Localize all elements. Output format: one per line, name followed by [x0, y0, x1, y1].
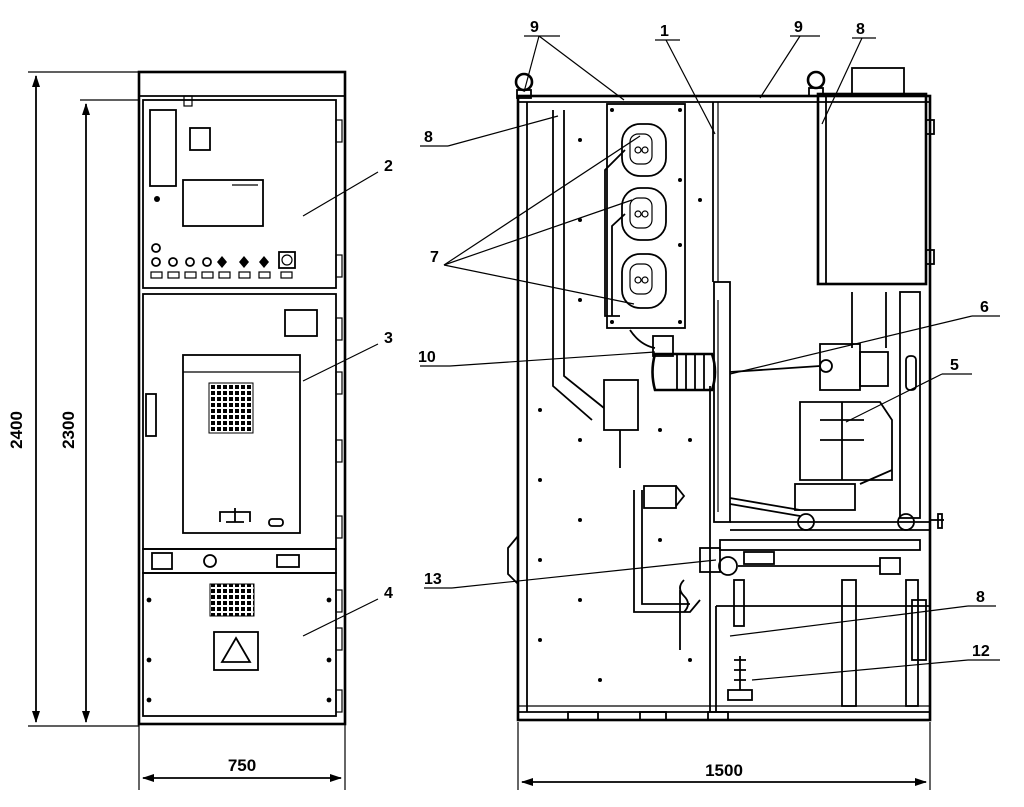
- busbar-bushing-panel: [606, 103, 686, 329]
- ventilation-grille-upper: [208, 382, 254, 434]
- callout-4: 4: [384, 585, 393, 602]
- callout-5: 5: [950, 357, 959, 374]
- inspection-window: [182, 354, 301, 534]
- callout-1: 1: [660, 23, 669, 40]
- earthing-switch: [699, 547, 901, 576]
- callout-12: 12: [972, 643, 990, 660]
- breaker-compartment-rail: [899, 291, 921, 519]
- callout-8-top: 8: [856, 21, 865, 38]
- front-dimensions: [28, 71, 346, 790]
- dimension-total-height: 2400: [7, 411, 26, 449]
- side-view: [507, 67, 944, 722]
- front-cabinet-outline: [137, 70, 347, 726]
- relay-compartment-door: [142, 99, 337, 289]
- callout-13: 13: [424, 571, 442, 588]
- dimension-front-width: 750: [228, 756, 256, 775]
- warning-triangle-icon: [220, 636, 252, 663]
- ventilation-grille-lower: [209, 583, 255, 617]
- door-handle: [145, 393, 157, 437]
- vacuum-circuit-breaker: [799, 401, 893, 481]
- lifting-eye-left: [514, 72, 534, 92]
- callout-9-left: 9: [530, 19, 539, 36]
- leader-lines: [302, 35, 1000, 681]
- callout-6: 6: [980, 299, 989, 316]
- callout-2: 2: [384, 158, 393, 175]
- dimension-side-width: 1500: [705, 761, 743, 780]
- callout-9-right: 9: [794, 19, 803, 36]
- current-transformer: [651, 335, 717, 392]
- frame-rivets: [538, 138, 702, 682]
- busbar-bushings: [621, 123, 667, 309]
- callout-8-lower: 8: [976, 589, 985, 606]
- warning-label: [213, 631, 259, 671]
- relay-display-panel: [149, 109, 177, 187]
- protection-relay: [182, 179, 264, 227]
- side-dimensions: [517, 722, 931, 790]
- dimension-door-height: 2300: [59, 411, 78, 449]
- front-view: [137, 70, 347, 726]
- voltage-transformer: [643, 485, 677, 509]
- support-insulator: [603, 379, 639, 431]
- callout-10: 10: [418, 349, 436, 366]
- callout-7: 7: [430, 249, 439, 266]
- lifting-eye-right: [806, 70, 826, 90]
- side-cabinet-outline: [516, 94, 932, 722]
- callout-8-left: 8: [424, 129, 433, 146]
- surge-arrester: [734, 656, 746, 690]
- callout-3: 3: [384, 330, 393, 347]
- callout-labels: 2 3 4 9 9 1 8 8 7 10 6 5 13 8 12: [384, 19, 990, 660]
- low-voltage-compartment: [816, 92, 928, 286]
- control-switches: [150, 243, 296, 279]
